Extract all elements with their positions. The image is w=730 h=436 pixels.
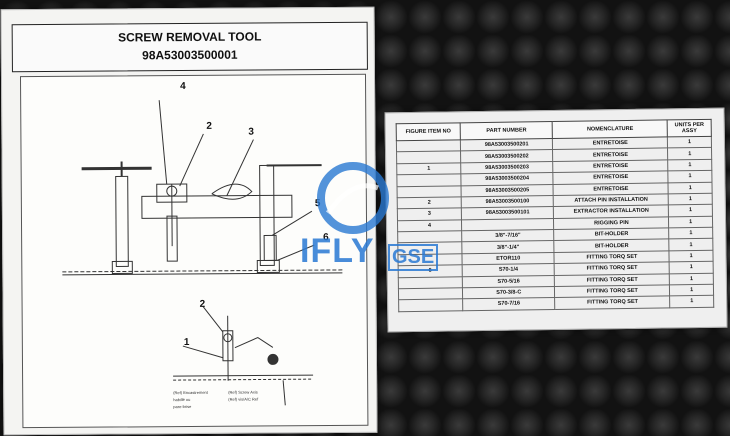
- header-part-number: PART NUMBER: [460, 121, 553, 140]
- svg-text:(Ref) Screw Axis: (Ref) Screw Axis: [228, 390, 258, 395]
- cell-units: 1: [669, 295, 714, 308]
- cell-units: 1: [668, 181, 713, 194]
- cell-units: 1: [669, 250, 714, 263]
- tool-drawing-sheet: SCREW REMOVAL TOOL 98A53003500001: [0, 6, 378, 436]
- svg-text:habillé ou: habillé ou: [173, 397, 190, 402]
- watermark-brand: IFLY: [300, 232, 375, 270]
- title-block: SCREW REMOVAL TOOL 98A53003500001: [11, 21, 368, 73]
- watermark-suffix: GSE: [388, 244, 439, 271]
- cell-units: 1: [668, 204, 713, 217]
- tool-part-number: 98A53003500001: [142, 47, 238, 63]
- cell-units: 1: [667, 136, 712, 149]
- tool-title: SCREW REMOVAL TOOL: [117, 29, 262, 45]
- callout-2: 2: [206, 120, 212, 132]
- cell-units: 1: [668, 227, 713, 240]
- cell-units: 1: [669, 261, 714, 274]
- header-nomenclature: NOMENCLATURE: [552, 119, 668, 139]
- watermark-logo-icon: [317, 162, 389, 234]
- svg-text:(Ref) vis/A/C Ref: (Ref) vis/A/C Ref: [228, 397, 259, 402]
- header-item-no: FIGURE ITEM NO: [396, 122, 461, 141]
- callout-2-detail: 2: [199, 298, 206, 310]
- cell-name: FITTING TORQ SET: [555, 296, 671, 310]
- cell-units: 1: [668, 193, 713, 206]
- cell-item: [398, 276, 463, 289]
- drawing-svg: (Ref) Screw Axis (Ref) Encastrement habi…: [62, 100, 343, 409]
- header-units: UNITS PER ASSY: [667, 119, 712, 137]
- cell-item: [398, 299, 463, 312]
- cell-units: 1: [669, 284, 714, 297]
- cell-units: 1: [667, 159, 712, 172]
- cell-units: 1: [669, 238, 713, 251]
- callout-3: 3: [248, 126, 254, 138]
- svg-text:(Ref) Encastrement: (Ref) Encastrement: [173, 390, 209, 395]
- callout-4: 4: [180, 81, 186, 93]
- cell-units: 1: [669, 272, 714, 285]
- cell-units: 1: [668, 170, 712, 183]
- cell-units: 1: [668, 215, 713, 228]
- callout-1-detail: 1: [183, 337, 190, 349]
- cell-item: [398, 287, 463, 300]
- cell-units: 1: [667, 147, 712, 160]
- svg-text:pare-brise: pare-brise: [173, 404, 192, 409]
- technical-drawing: (Ref) Screw Axis (Ref) Encastrement habi…: [19, 73, 369, 429]
- cell-part: S70-7/16: [462, 297, 556, 311]
- cell-item: [396, 139, 461, 153]
